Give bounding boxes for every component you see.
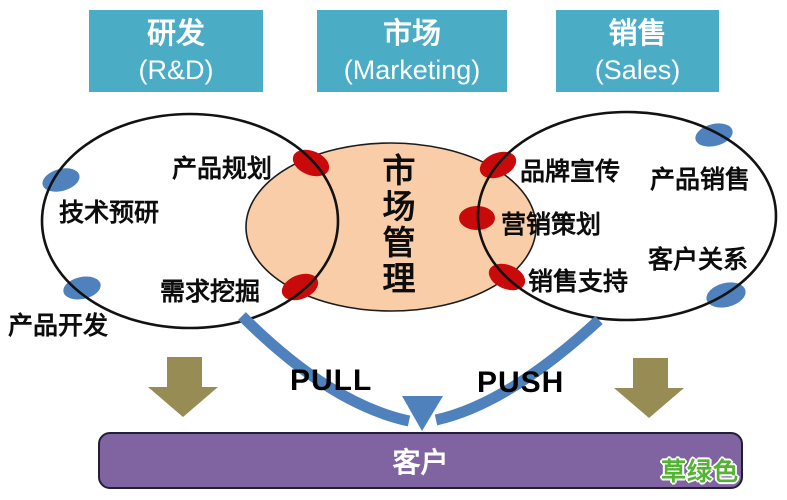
blue-dot-tech-preresearch [42,168,80,192]
right-down-arrow [614,358,684,418]
left-down-arrow [148,357,218,417]
converging-arrowhead [402,396,443,431]
rd-title: 研发 [146,17,205,50]
market-management-ellipse [245,142,537,312]
red-dot-demand-mining [281,273,319,301]
pull-curve-arrow [238,312,411,427]
customer-box-label: 客户 [392,446,449,478]
label-marketing-planning: 营销策划 [501,211,602,239]
label-customer-relations: 客户关系 [648,246,749,274]
customer-box: 客户 [98,432,743,489]
blue-dot-product-sales [695,123,733,147]
rd-subtitle: (R&D) [138,54,214,85]
sales-circle [476,110,778,322]
watermark-text: 草绿色 [661,458,740,486]
sales-title: 销售 [608,17,667,50]
label-product-development: 产品开发 [8,312,109,340]
label-tech-preresearch: 技术预研 [59,199,160,227]
push-label: PUSH [477,366,565,399]
sales-subtitle: (Sales) [594,54,681,85]
label-market-management: 市场管理 [382,152,416,297]
marketing-title: 市场 [382,17,441,50]
marketing-subtitle: (Marketing) [343,54,481,85]
header-box-marketing: 市场 (Marketing) [317,10,507,92]
pull-label: PULL [290,364,373,397]
label-brand-promotion: 品牌宣传 [520,158,621,186]
label-demand-mining: 需求挖掘 [160,278,261,306]
label-product-planning: 产品规划 [172,155,273,183]
label-product-sales: 产品销售 [650,166,751,194]
blue-dot-product-development [63,276,101,300]
push-curve-arrow [434,315,603,426]
header-box-rd: 研发 (R&D) [89,10,263,92]
label-sales-support: 销售支持 [528,268,629,296]
rd-circle [40,112,340,330]
header-box-sales: 销售 (Sales) [556,10,719,92]
